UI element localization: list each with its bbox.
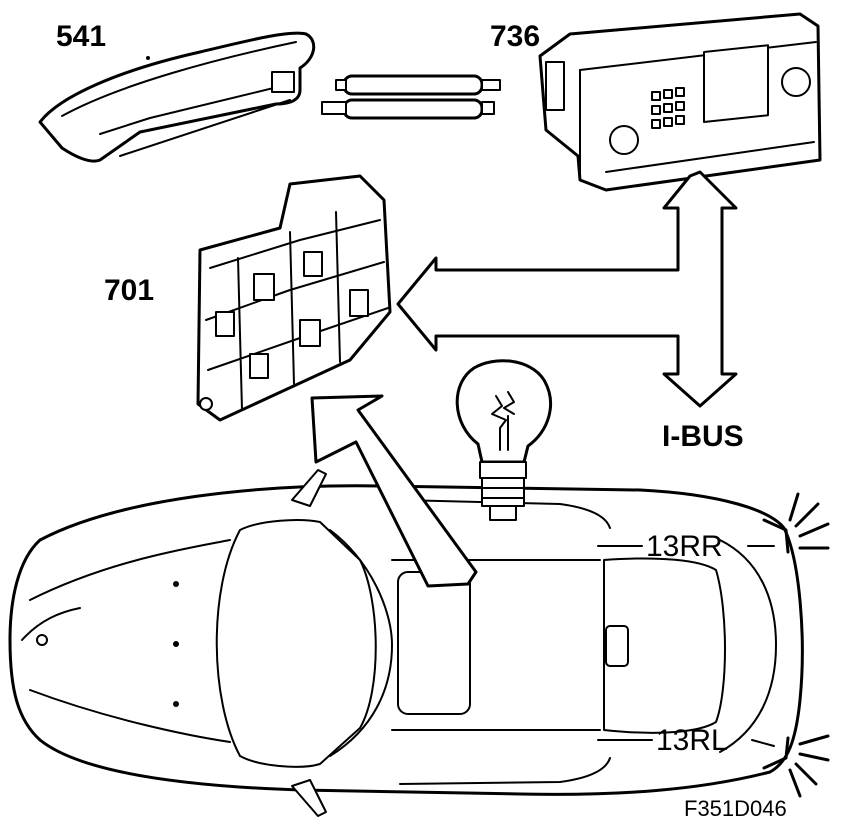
rear-left-light-label: 13RL <box>656 724 728 757</box>
arrow-up-left-icon <box>310 394 478 588</box>
leader-line <box>751 739 775 747</box>
fuse-connectors <box>321 74 501 120</box>
module-736-label: 736 <box>490 20 540 53</box>
figure-code: F351D046 <box>684 796 787 821</box>
info-display-736 <box>538 12 822 192</box>
bus-label: I-BUS <box>662 420 744 453</box>
module-701-label: 701 <box>104 274 154 307</box>
light-rays-icon <box>788 492 830 550</box>
double-arrow-icon[interactable] <box>396 170 738 408</box>
rear-right-light-label: 13RR <box>646 530 723 563</box>
rear-control-module-541 <box>38 31 316 163</box>
car-outline <box>8 469 804 817</box>
light-rays-icon <box>788 734 830 798</box>
module-541-label: 541 <box>56 20 106 53</box>
central-electronics-701 <box>196 174 392 422</box>
bulb-icon <box>455 359 552 521</box>
